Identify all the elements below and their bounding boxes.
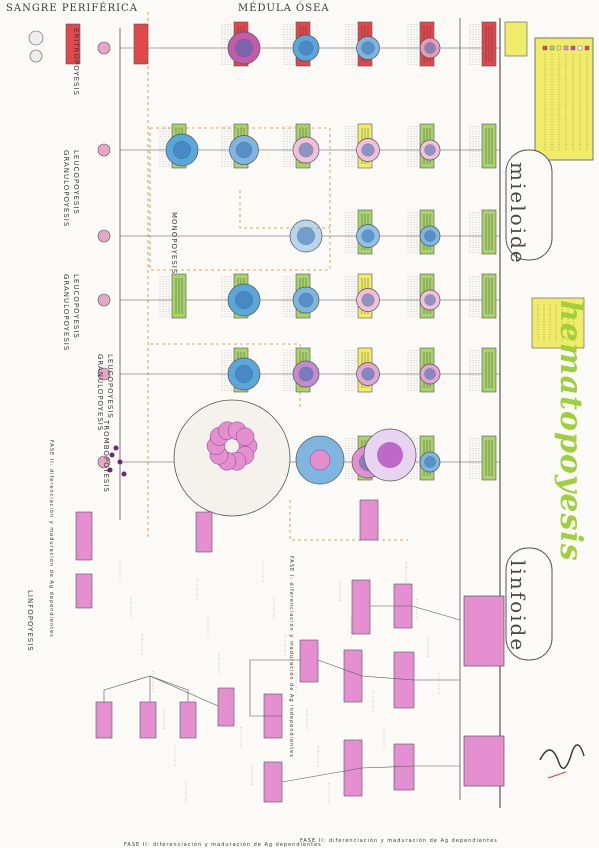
cell-icon	[97, 455, 111, 469]
label-fase-2-bottom-left: FASE II: diferenciación y maduración de …	[124, 842, 322, 848]
lymph-link	[370, 605, 461, 621]
nucleus-icon	[298, 142, 314, 158]
legend-swatch	[556, 45, 562, 51]
lymph-progenitor-box	[463, 595, 505, 667]
nucleus-icon	[309, 449, 331, 471]
peripheral-box	[133, 23, 149, 65]
platelet-icon	[109, 452, 115, 458]
cell-icon	[97, 293, 111, 307]
lymph-box	[139, 701, 157, 739]
lymph-link	[103, 675, 219, 707]
lymph-box	[263, 761, 283, 803]
lymph-box	[463, 735, 505, 787]
label-trombopoyesis: TROMBOPOYESIS	[102, 420, 110, 493]
legend-swatch	[549, 45, 555, 51]
linfoide-oval	[505, 547, 553, 661]
lymph-box	[75, 573, 93, 609]
nucleus-icon	[361, 143, 375, 157]
label-leucopoyesis-1: LEUCOPOYESIS	[72, 150, 80, 215]
nucleus-icon	[234, 290, 254, 310]
nucleus-icon	[296, 226, 316, 246]
lymph-box	[351, 579, 371, 635]
nucleus-icon	[235, 141, 253, 159]
platelet-icon	[117, 459, 123, 465]
header-peripheral-blood: SANGRE PERIFÉRICA	[6, 3, 138, 14]
cell-icon	[29, 49, 43, 63]
nucleus-icon	[298, 292, 314, 308]
label-eritropoyesis: ERITROPOYESIS	[72, 28, 80, 96]
group-monocyte	[149, 127, 331, 271]
cell-icon	[97, 143, 111, 157]
cell-icon	[97, 41, 111, 55]
lymph-link	[249, 659, 300, 717]
nucleus-icon	[361, 41, 375, 55]
lymph-link	[149, 675, 189, 702]
nucleus-icon	[424, 144, 436, 156]
legend-swatch	[542, 45, 548, 51]
lineage-linfoide: linfoide	[506, 560, 530, 653]
nucleus-icon	[361, 293, 375, 307]
nucleus-icon	[361, 229, 375, 243]
nucleus-icon	[361, 367, 375, 381]
group-monocyte-inner	[239, 190, 330, 229]
stem-cell-box	[504, 21, 528, 57]
nucleus-icon	[424, 294, 436, 306]
lymph-box	[75, 511, 93, 561]
label-monopoyesis: MONOPOYESIS	[170, 212, 178, 275]
legend-swatch	[577, 45, 583, 51]
lymph-link	[281, 765, 460, 783]
lymph-box	[359, 499, 379, 541]
nucleus-icon	[234, 38, 254, 58]
lymph-box	[179, 701, 197, 739]
note-box	[531, 297, 585, 349]
legend-swatch	[563, 45, 569, 51]
header-bone-marrow: MÉDULA ÓSEA	[238, 3, 330, 14]
nucleus-icon	[172, 140, 192, 160]
label-fase-2-left: FASE II: diferenciación y maduración de …	[48, 440, 54, 638]
lymph-box	[95, 701, 113, 739]
lineage-mieloide: mieloide	[506, 162, 530, 265]
nucleus-icon	[424, 230, 436, 242]
main-title: hematopoyesis	[553, 300, 588, 562]
cell-icon	[97, 367, 111, 381]
cell-icon	[28, 30, 44, 46]
label-fase-1: FASE I: diferenciación y maduración de A…	[288, 556, 294, 758]
mieloide-oval	[505, 149, 553, 261]
lymph-box	[217, 687, 235, 727]
label-granulopoyesis-1: GRANULOPOYESIS	[62, 150, 70, 228]
lymph-box	[195, 511, 213, 553]
lymph-box	[299, 639, 319, 683]
platelet-icon	[121, 471, 127, 477]
platelet-icon	[107, 467, 113, 473]
nucleus-icon	[424, 42, 436, 54]
peripheral-box	[65, 23, 81, 65]
group-lymph	[289, 500, 408, 541]
nucleus-icon	[424, 456, 436, 468]
label-fase-2-bottom-right: FASE II: diferenciación y maduración de …	[300, 838, 498, 844]
nucleus-icon	[234, 364, 254, 384]
label-leucopoyesis-2: LEUCOPOYESIS	[72, 274, 80, 339]
platelet-icon	[113, 445, 119, 451]
nucleus-icon	[424, 368, 436, 380]
legend-swatch	[570, 45, 576, 51]
label-leucopoyesis-3: LEUCOPOYESIS	[106, 354, 114, 419]
label-granulopoyesis-2: GRANULOPOYESIS	[62, 274, 70, 352]
lymph-box	[343, 649, 363, 703]
signature-icon	[539, 744, 585, 769]
legend-swatch	[584, 45, 590, 51]
label-linfopoyesis: LINFOPOYESIS	[26, 590, 34, 652]
lymph-box	[393, 743, 415, 791]
group-basophil	[150, 343, 301, 410]
signature-icon	[547, 771, 567, 779]
nucleus-icon	[235, 427, 255, 447]
cell-icon	[97, 229, 111, 243]
lymph-link	[317, 659, 460, 681]
lymph-box	[343, 739, 363, 797]
legend-box	[534, 37, 594, 161]
nucleus-icon	[298, 366, 314, 382]
nucleus-icon	[298, 40, 314, 56]
nucleus-icon	[377, 442, 403, 468]
